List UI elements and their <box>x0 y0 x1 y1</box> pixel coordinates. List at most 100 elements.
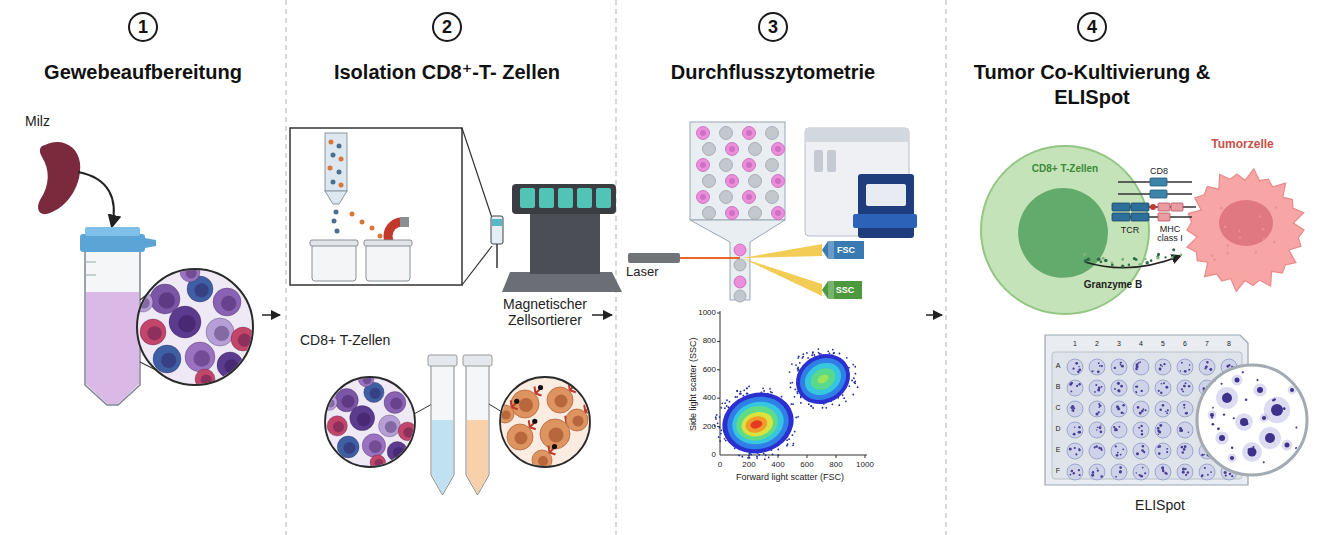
granzyme-dot <box>1097 257 1101 261</box>
scatter-point <box>844 362 846 364</box>
annotation-label: MHC class I <box>1153 225 1187 244</box>
scatter-point <box>798 355 800 357</box>
plot-axes <box>720 455 867 456</box>
annotation-label: CD8 <box>1144 166 1174 176</box>
scatter-point <box>797 416 799 418</box>
density-blob <box>807 364 840 394</box>
scatter-point <box>848 385 850 387</box>
spot <box>1166 451 1168 453</box>
flow-cell <box>690 122 785 300</box>
plate-well <box>1177 464 1193 480</box>
scatter-point <box>813 399 815 401</box>
plot-axes <box>717 426 720 427</box>
spot <box>1187 471 1189 473</box>
flow-cytometer <box>866 184 906 206</box>
scatter-point <box>734 447 736 449</box>
spot <box>1069 447 1072 450</box>
granzyme-dot <box>1173 254 1175 256</box>
spot <box>1204 467 1206 469</box>
spot <box>1157 446 1159 448</box>
scatter-point <box>857 386 859 388</box>
scatter-point <box>724 407 726 409</box>
cell <box>350 406 375 431</box>
spot <box>1206 386 1209 389</box>
laser <box>628 253 680 263</box>
scatter-point <box>851 379 853 381</box>
scatter-point <box>747 457 749 459</box>
scatter-point <box>830 400 832 402</box>
spot <box>1136 472 1137 473</box>
plate-wells <box>1067 359 1237 480</box>
scatter-point <box>718 436 720 438</box>
spot <box>1115 445 1117 447</box>
spot <box>1070 474 1072 476</box>
granule <box>1226 252 1228 254</box>
plate-well <box>1133 401 1149 417</box>
magnetic-separation-box <box>462 246 492 285</box>
cell <box>496 405 514 423</box>
spot <box>1201 454 1204 457</box>
annotation-label: 3 <box>1111 340 1127 348</box>
flow-cytometer <box>805 128 909 142</box>
spot <box>1181 362 1183 364</box>
scatter-point <box>719 427 721 429</box>
magnetic-sorter <box>530 200 600 274</box>
spot <box>1141 433 1143 435</box>
magnetic-separation-box <box>331 153 336 158</box>
granule <box>1255 251 1257 253</box>
spot <box>1159 368 1162 371</box>
spot <box>1095 384 1097 386</box>
cell-nucleus <box>370 388 381 399</box>
spot <box>1078 469 1080 471</box>
flag-shape <box>822 281 862 299</box>
spot <box>1136 386 1138 388</box>
scatter-point <box>781 396 783 398</box>
granzyme-dot <box>1084 259 1088 263</box>
cell-membrane <box>1187 169 1304 292</box>
scatter-point <box>806 352 808 354</box>
spot <box>1114 388 1116 390</box>
spleen <box>38 142 80 214</box>
plate-well <box>1111 380 1127 396</box>
scatter-point <box>786 439 788 441</box>
cell <box>364 382 384 402</box>
magnetic-bead <box>514 399 519 404</box>
spot <box>1230 456 1234 460</box>
plate-well <box>1067 443 1083 459</box>
spot <box>1186 412 1188 414</box>
spot <box>1221 383 1223 385</box>
plate-well <box>1221 422 1237 438</box>
magnifier-circle <box>137 269 253 385</box>
plate-well <box>1177 443 1193 459</box>
spot <box>1097 426 1099 428</box>
spot <box>1224 471 1227 474</box>
spot <box>1075 453 1077 455</box>
spot <box>1069 383 1072 386</box>
flow-arrow <box>262 314 280 316</box>
spot <box>1204 454 1205 455</box>
antibody <box>511 400 518 409</box>
plate-well <box>1199 422 1215 438</box>
spot <box>1205 406 1207 408</box>
spot <box>1144 409 1146 411</box>
scatter-point <box>726 405 728 407</box>
elispot-plate <box>1045 335 1248 485</box>
spot <box>1158 433 1160 435</box>
spot <box>1226 410 1228 412</box>
plate-well <box>1067 464 1083 480</box>
cell-nucleus <box>194 283 208 297</box>
cell <box>697 127 710 140</box>
spot-halo <box>1232 375 1243 386</box>
scatter-point <box>798 388 800 390</box>
spot <box>1135 368 1138 371</box>
granzyme-dot <box>1138 263 1141 266</box>
spot-halo <box>1264 397 1290 423</box>
spot <box>1121 365 1124 368</box>
annotation-label: 5 <box>1155 340 1171 348</box>
scatter-point <box>740 391 742 393</box>
scatter-point <box>719 440 721 442</box>
spot <box>1226 404 1228 406</box>
cell-nucleus <box>403 427 413 437</box>
spot <box>1183 404 1185 406</box>
tcr-receptor <box>1112 203 1149 221</box>
